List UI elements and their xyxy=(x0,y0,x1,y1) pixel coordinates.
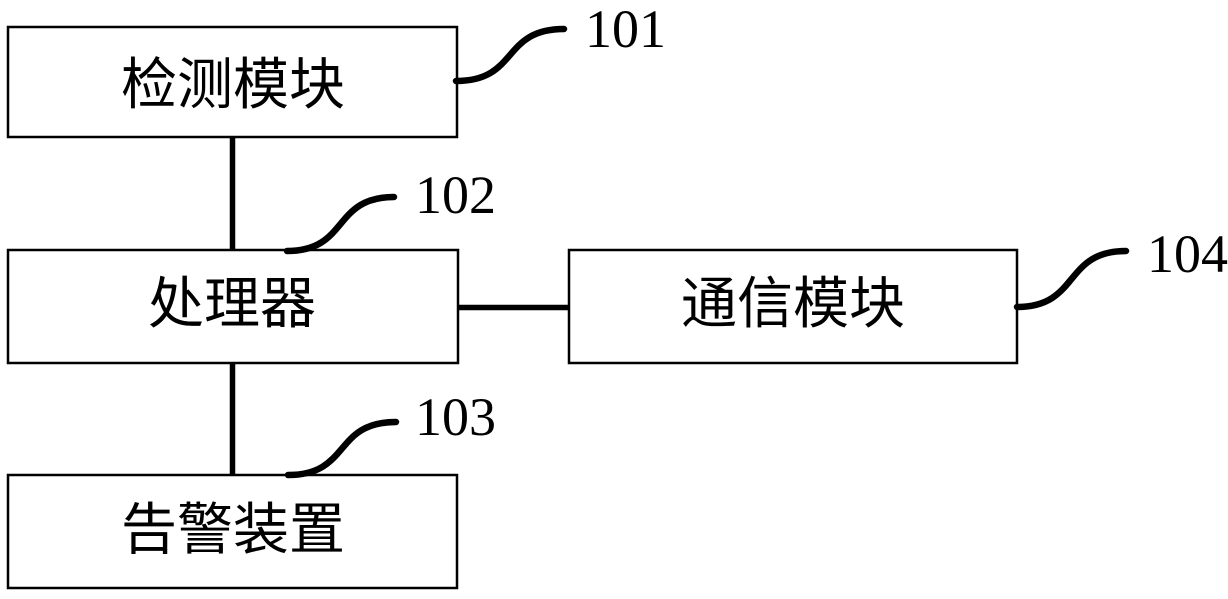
comm-module-box xyxy=(567,248,1019,365)
leader-curve-101 xyxy=(452,25,568,85)
leader-curve-103 xyxy=(284,418,400,479)
comm-module-label: 通信模块 xyxy=(681,274,905,336)
processor-box xyxy=(6,248,460,365)
alarm-device-label: 告警装置 xyxy=(121,500,345,562)
ref-number-102: 102 xyxy=(415,165,496,225)
ref-number-103: 103 xyxy=(415,387,496,447)
detection-module-label: 检测模块 xyxy=(121,55,345,117)
alarm-device-box xyxy=(6,473,459,590)
ref-number-104: 104 xyxy=(1147,224,1228,284)
detection-module-box xyxy=(6,25,459,139)
processor-label: 处理器 xyxy=(148,274,316,336)
ref-number-101: 101 xyxy=(585,0,666,59)
leader-curve-102 xyxy=(283,193,398,255)
leader-curve-104 xyxy=(1013,247,1130,311)
